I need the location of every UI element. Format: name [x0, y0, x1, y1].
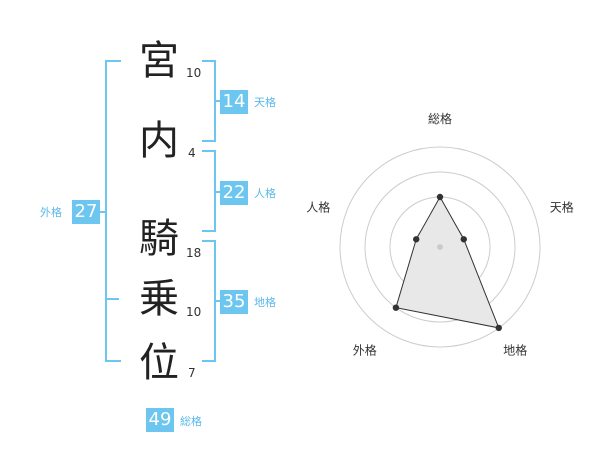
chikaku-label: 地格 — [254, 296, 276, 309]
stroke-count-2: 4 — [188, 146, 196, 160]
chikaku-connector — [214, 300, 220, 302]
soukaku-badge: 49 — [146, 408, 174, 432]
radar-point-4 — [392, 304, 400, 311]
gaikaku-label: 外格 — [40, 206, 62, 219]
gaikaku-badge: 27 — [72, 200, 100, 224]
name-char-4: 乗 — [139, 276, 179, 322]
tenkaku-badge: 14 — [220, 90, 248, 114]
tenkaku-label: 天格 — [254, 96, 276, 109]
tenkaku-connector — [214, 100, 220, 102]
stroke-count-1: 10 — [186, 66, 202, 80]
gaikaku-bracket-tick — [105, 298, 119, 300]
name-char-2: 内 — [139, 118, 179, 164]
stroke-count-5: 7 — [188, 366, 196, 380]
name-char-5: 位 — [139, 340, 179, 386]
radar-point-2 — [460, 236, 467, 243]
radar-axis-label-4: 外格 — [353, 343, 377, 358]
jinkaku-badge: 22 — [220, 181, 248, 205]
radar-axis-label-2: 天格 — [550, 199, 574, 214]
radar-axis-label-5: 人格 — [306, 199, 330, 214]
radar-area — [395, 195, 500, 329]
radar-axis-label-1: 総格 — [428, 111, 452, 126]
stroke-count-4: 10 — [186, 305, 202, 319]
radar-center — [437, 244, 443, 250]
radar-point-5 — [413, 236, 420, 243]
grid-ring-4 — [339, 146, 541, 348]
chikaku-badge: 35 — [220, 290, 248, 314]
radar-point-3 — [495, 324, 502, 332]
jinkaku-connector — [214, 191, 220, 193]
radar-point-1 — [436, 193, 444, 201]
grid-ring-3 — [364, 171, 516, 323]
gaikaku-bracket — [105, 60, 121, 362]
stroke-count-3: 18 — [186, 246, 202, 260]
soukaku-label: 総格 — [180, 415, 202, 428]
radar-axis-label-3: 地格 — [503, 343, 527, 358]
gaikaku-connector — [100, 211, 105, 213]
name-char-1: 宮 — [139, 38, 179, 84]
name-char-3: 騎 — [139, 216, 179, 262]
jinkaku-label: 人格 — [254, 187, 276, 200]
